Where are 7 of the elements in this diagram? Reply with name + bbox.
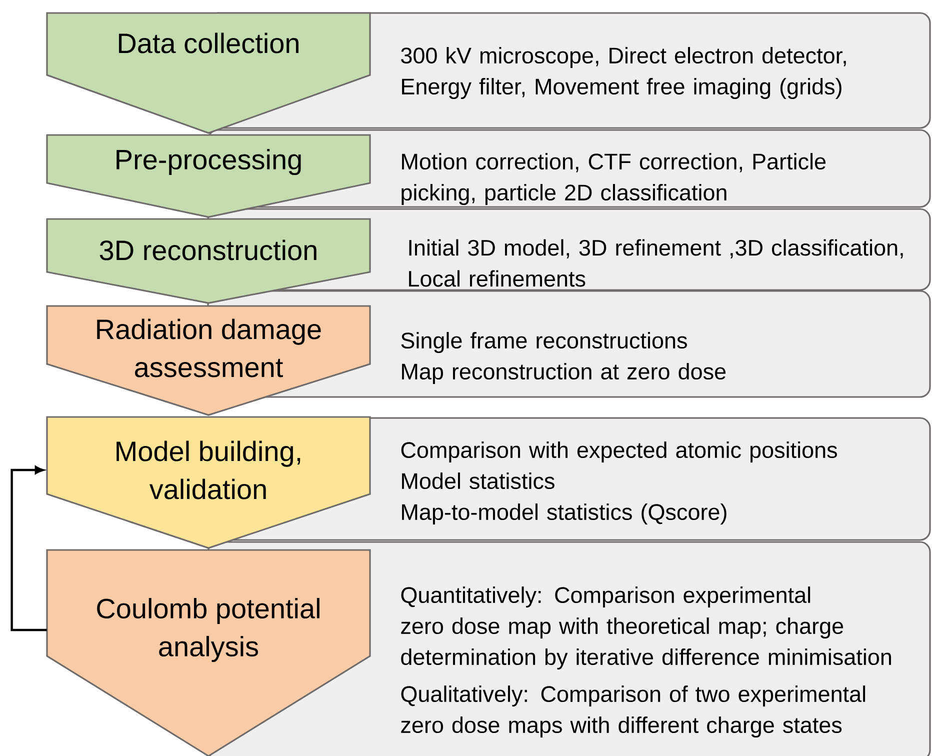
feedback-arrow [10,466,47,632]
stage-pentagon: Pre-processing [46,134,371,218]
stage-pentagon: 3D reconstruction [46,218,371,304]
stage-pentagon: Model building, validation [46,416,371,549]
stage-pentagon: Radiation damage assessment [46,305,371,416]
stage-pentagon: Coulomb potential analysis [46,549,371,756]
stage-pentagon: Data collection [46,12,371,134]
